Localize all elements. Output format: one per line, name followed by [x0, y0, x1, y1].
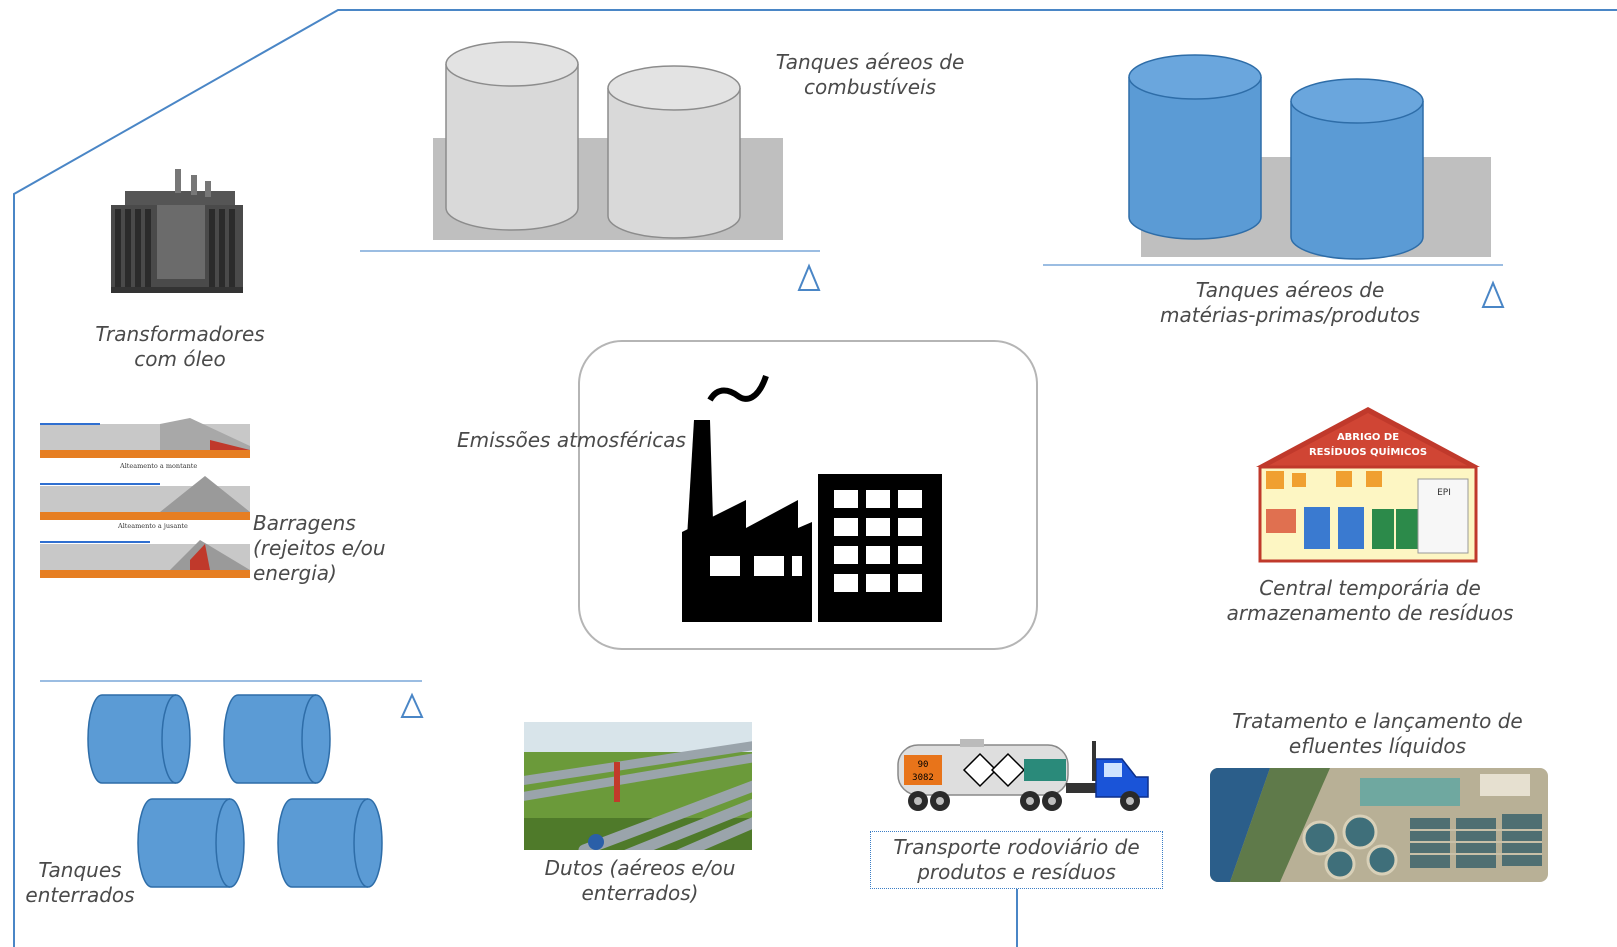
- fuel-tanks-illustration: [360, 41, 821, 291]
- shelter-epi-label: EPI: [1437, 488, 1451, 498]
- dam-cross-sections: Alteamento a montante Alteamento a jusan…: [40, 418, 250, 578]
- road-transport-connector: [1016, 889, 1018, 947]
- truck-plate-top: 90: [918, 760, 929, 770]
- truck-plate-bottom: 3082: [912, 773, 934, 783]
- pipelines-photo: [524, 722, 752, 850]
- dam-caption-montante: Alteamento a montante: [119, 462, 197, 470]
- factory-box: [578, 340, 1038, 650]
- transformer-icon: [111, 169, 243, 293]
- waste-shelter-illustration: ABRIGO DE RESÍDUOS QUÍMICOS EPI: [1256, 407, 1480, 563]
- shelter-sign-line1: ABRIGO DE: [1337, 432, 1399, 443]
- dam-caption-jusante: Alteamento a jusante: [117, 522, 188, 530]
- factory-icon: [682, 374, 942, 622]
- tanker-truck-illustration: 90 3082: [897, 739, 1149, 811]
- effluent-treatment-photo: [1210, 768, 1548, 882]
- underground-tanks-illustration: [40, 680, 424, 888]
- raw-material-tanks-illustration: [1043, 54, 1505, 308]
- shelter-sign-line2: RESÍDUOS QUÍMICOS: [1309, 445, 1427, 458]
- emissions-label: Emissões atmosféricas: [457, 428, 686, 452]
